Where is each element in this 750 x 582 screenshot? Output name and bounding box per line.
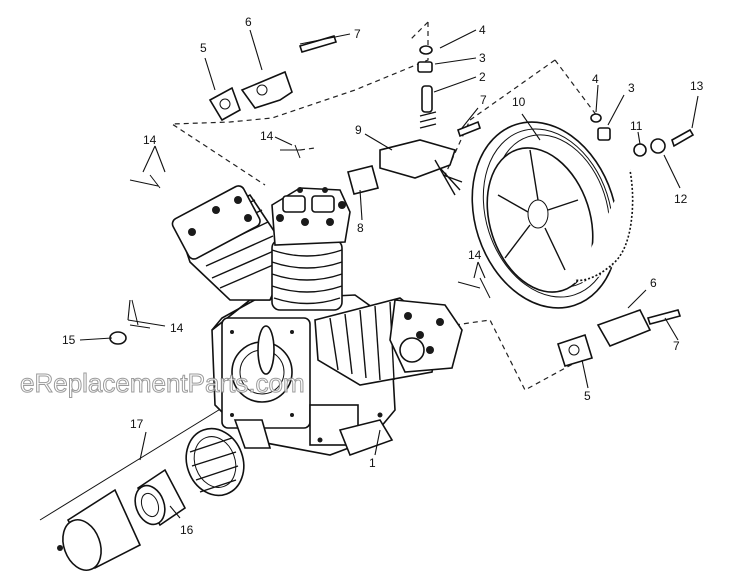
leader-lines (79, 29, 699, 519)
callout-8: 8 (357, 221, 364, 235)
callout-3: 3 (628, 81, 635, 95)
callout-7: 7 (354, 27, 361, 41)
callout-6: 6 (245, 15, 252, 29)
callout-4: 4 (479, 23, 486, 37)
callout-17: 17 (130, 417, 144, 431)
callout-12: 12 (674, 192, 688, 206)
watermark-text: eReplacementParts.com (20, 368, 305, 398)
callout-5: 5 (200, 41, 207, 55)
callout-7: 7 (480, 93, 487, 107)
callout-6: 6 (650, 276, 657, 290)
filter-assembly (57, 427, 245, 571)
callout-15: 15 (62, 333, 76, 347)
right-cylinder (314, 297, 463, 386)
callout-3: 3 (479, 51, 486, 65)
callout-7: 7 (673, 339, 680, 353)
callout-9: 9 (355, 123, 362, 137)
callout-1: 1 (369, 456, 376, 470)
small-hardware (109, 35, 695, 367)
callout-10: 10 (512, 95, 526, 109)
callout-13: 13 (690, 79, 704, 93)
callout-14: 14 (170, 321, 184, 335)
callout-14: 14 (260, 129, 274, 143)
callout-numbers: 1 2 3 3 4 4 5 5 6 6 7 7 7 8 9 10 11 12 1… (62, 15, 704, 537)
callout-2: 2 (479, 70, 486, 84)
callout-16: 16 (180, 523, 194, 537)
callout-4: 4 (592, 72, 599, 86)
callout-14: 14 (468, 248, 482, 262)
left-cylinder (171, 185, 291, 301)
callout-5: 5 (584, 389, 591, 403)
flywheel (471, 121, 619, 309)
discharge-hose (574, 169, 636, 283)
callout-11: 11 (630, 119, 643, 133)
center-cylinder (271, 187, 351, 311)
callout-14: 14 (143, 133, 157, 147)
